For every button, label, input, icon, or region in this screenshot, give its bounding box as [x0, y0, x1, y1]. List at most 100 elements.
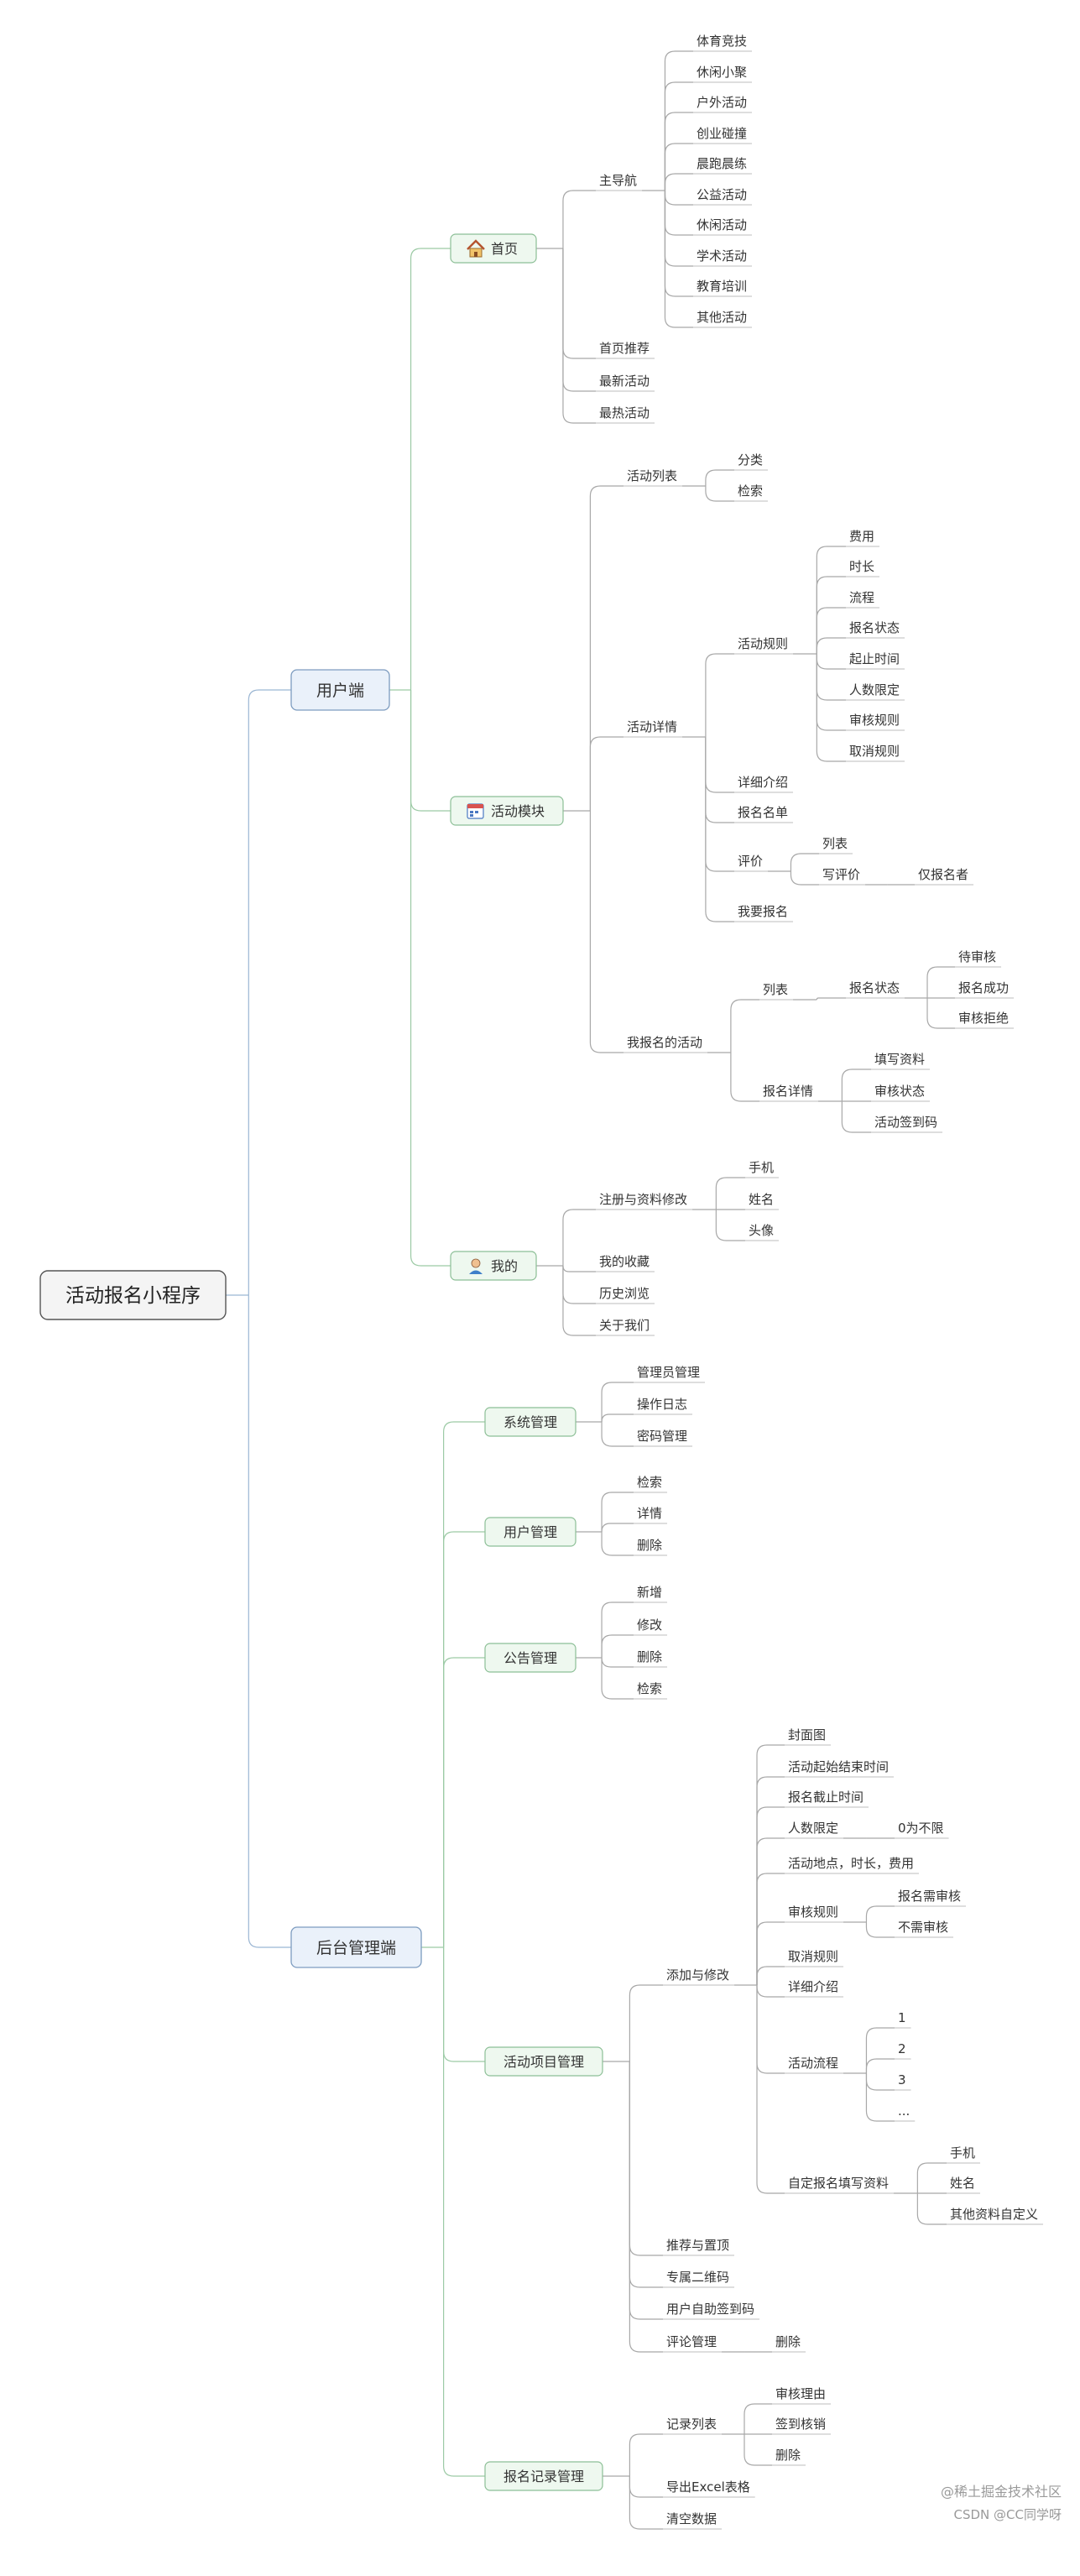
- mind-map-node: 历史浏览: [596, 1286, 655, 1304]
- watermark-juejin: @稀土掘金技术社区: [940, 2484, 1062, 2500]
- node-label: ...: [898, 2103, 910, 2119]
- node-label: 活动详情: [627, 719, 677, 734]
- node-label: 管理员管理: [637, 1365, 700, 1380]
- mind-map-node: 评价: [734, 854, 769, 872]
- mind-map-node: 写评价: [819, 867, 866, 886]
- root-node: 活动报名小程序: [39, 1270, 227, 1320]
- node-label: 历史浏览: [599, 1286, 650, 1301]
- node-label: 晨跑晨练: [697, 156, 747, 171]
- mind-map-node: 活动列表: [623, 468, 683, 487]
- node-label: 修改: [637, 1617, 662, 1633]
- node-label: 审核规则: [788, 1905, 838, 1920]
- connector: [576, 1492, 634, 1556]
- mind-map-node: 户外活动: [693, 95, 753, 113]
- mind-map-node: 详细介绍: [785, 1979, 844, 1998]
- mind-map-node: 活动地点，时长，费用: [785, 1856, 920, 1874]
- mind-map-node: 添加与修改: [663, 1967, 735, 1986]
- node-label: 学术活动: [697, 248, 747, 264]
- mind-map-node: ...: [895, 2103, 916, 2122]
- mind-map-node: 密码管理: [634, 1429, 693, 1447]
- connector: [905, 966, 955, 1029]
- node-label: 系统管理: [503, 1414, 557, 1430]
- mind-map-node: 我报名的活动: [623, 1035, 708, 1053]
- mind-map-node: 注册与资料修改: [596, 1192, 693, 1210]
- mind-map-node: 休闲活动: [693, 217, 753, 236]
- node-label: 起止时间: [849, 651, 900, 666]
- node-label: 报名状态: [849, 620, 900, 635]
- node-label: 姓名: [950, 2176, 975, 2191]
- connector: [603, 2433, 663, 2530]
- node-label: 报名记录管理: [503, 2469, 584, 2485]
- node-label: 新增: [637, 1585, 662, 1600]
- node-label: 用户端: [316, 682, 364, 700]
- connector: [576, 1382, 634, 1447]
- node-label: 活动项目管理: [503, 2054, 584, 2070]
- mind-map-node: 删除: [634, 1538, 668, 1556]
- connector: [894, 2162, 947, 2225]
- node-label: 分类: [738, 452, 763, 468]
- node-label: 报名名单: [738, 805, 788, 820]
- mind-map-node: 报名状态: [846, 620, 905, 639]
- mind-map-node: 公告管理: [484, 1643, 577, 1673]
- node-label: 取消规则: [849, 744, 900, 759]
- mind-map-node: 其他资料自定义: [947, 2207, 1044, 2225]
- node-label: 清空数据: [666, 2511, 717, 2526]
- mind-map-node: 主导航: [596, 173, 643, 191]
- mind-map-node: 报名成功: [955, 980, 1015, 999]
- node-label: 最新活动: [599, 374, 650, 389]
- node-label: 推荐与置顶: [666, 2238, 729, 2253]
- edges: [226, 50, 955, 2530]
- mind-map-node: 我的收藏: [596, 1254, 655, 1272]
- mind-map-node: 手机: [947, 2145, 981, 2164]
- node-label: 列表: [822, 836, 848, 851]
- node-label: 人数限定: [849, 682, 900, 698]
- mind-map-node: 报名截止时间: [785, 1790, 869, 1808]
- mind-map-node: 签到核销: [772, 2417, 832, 2435]
- node-label: 首页推荐: [599, 341, 650, 356]
- node-label: 添加与修改: [666, 1967, 729, 1983]
- mind-map-node: 专属二维码: [663, 2270, 735, 2288]
- node-label: 活动签到码: [874, 1115, 937, 1130]
- connector: [536, 190, 596, 424]
- mind-map-node: 活动详情: [623, 719, 683, 738]
- mind-map-node: 修改: [634, 1617, 668, 1636]
- mind-map-node: 详细介绍: [734, 775, 794, 793]
- mind-map-node: 列表: [819, 836, 853, 854]
- node-label: 删除: [637, 1649, 662, 1664]
- node-label: 检索: [637, 1681, 662, 1696]
- mind-map-node: 导出Excel表格: [663, 2479, 755, 2498]
- mind-map-node: 公益活动: [693, 187, 753, 206]
- node-label: 审核理由: [775, 2386, 826, 2401]
- mind-map-node: 体育竞技: [693, 34, 753, 52]
- calendar-icon: [467, 803, 484, 819]
- connector: [707, 999, 759, 1102]
- node-label: 活动报名小程序: [65, 1285, 201, 1307]
- node-label: 待审核: [958, 949, 996, 964]
- node-label: 评价: [738, 854, 763, 869]
- node-label: 删除: [775, 2334, 801, 2349]
- mind-map-node: 检索: [634, 1475, 668, 1493]
- mind-map-node: 推荐与置顶: [663, 2238, 735, 2256]
- branch-node: 后台管理端: [290, 1926, 422, 1968]
- mind-map-node: 管理员管理: [634, 1365, 706, 1383]
- node-label: 休闲活动: [697, 217, 747, 233]
- mind-map-node: 审核拒绝: [955, 1011, 1015, 1029]
- mind-map-node: 活动规则: [734, 636, 794, 655]
- node-label: 专属二维码: [666, 2270, 729, 2285]
- node-label: 封面图: [788, 1727, 826, 1743]
- mind-map-node: 系统管理: [484, 1407, 577, 1437]
- mind-map-node: 评论管理: [663, 2334, 723, 2353]
- watermark-csdn: CSDN @CC同学呀: [953, 2507, 1062, 2522]
- node-label: 姓名: [749, 1192, 774, 1207]
- mind-map-node: 自定报名填写资料: [785, 2176, 895, 2194]
- mind-map-node: 仅报名者: [915, 867, 974, 886]
- mind-map-node: 新增: [634, 1585, 668, 1603]
- mind-map-node: 删除: [772, 2448, 806, 2466]
- connector: [421, 1421, 485, 2477]
- node-label: 活动起始结束时间: [788, 1759, 889, 1774]
- mind-map-node: 记录列表: [663, 2417, 723, 2435]
- mind-map-node: 用户管理: [484, 1517, 577, 1547]
- node-label: 报名成功: [958, 980, 1009, 995]
- node-label: 审核拒绝: [958, 1011, 1009, 1026]
- connector: [576, 1602, 634, 1700]
